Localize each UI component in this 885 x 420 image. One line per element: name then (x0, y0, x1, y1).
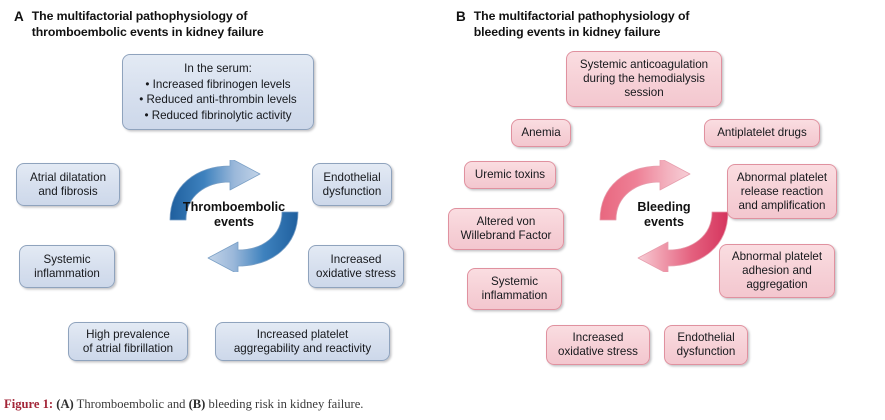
panel-a-title: The multifactorial pathophysiology of th… (31, 9, 264, 39)
panel-b-node-endothelial-dysfunction: Endothelial dysfunction (664, 325, 748, 365)
panel-b-anticoagulation-box: Systemic anticoagulation during the hemo… (566, 51, 722, 107)
caption-text-1: Thromboembolic and (73, 397, 189, 411)
panel-a: A The multifactorial pathophysiology of … (0, 0, 442, 380)
panel-b-node-antiplatelet-drugs: Antiplatelet drugs (704, 119, 820, 147)
panel-b-node-platelet-release: Abnormal platelet release reaction and a… (727, 164, 837, 219)
panel-a-node-atrial-fibrillation: High prevalence of atrial fibrillation (68, 322, 188, 361)
caption-figure-number: Figure 1: (4, 397, 54, 411)
panel-a-serum-box: In the serum: • Increased fibrinogen lev… (122, 54, 314, 130)
panel-b-node-uremic-toxins: Uremic toxins (464, 161, 556, 189)
panel-b-letter: B (456, 9, 466, 24)
caption-tag-b: (B) (188, 397, 206, 411)
panel-a-header: A The multifactorial pathophysiology of … (14, 9, 264, 40)
panel-b-node-platelet-adhesion: Abnormal platelet adhesion and aggregati… (719, 244, 835, 298)
panel-a-node-systemic-inflammation: Systemic inflammation (19, 245, 115, 288)
panel-a-node-platelet-aggregability: Increased platelet aggregability and rea… (215, 322, 390, 361)
cycle-arrow-icon (599, 157, 729, 275)
figure-caption: Figure 1: (A) Thromboembolic and (B) ble… (4, 396, 864, 412)
panel-a-letter: A (14, 9, 24, 24)
panel-b-header: B The multifactorial pathophysiology of … (456, 9, 689, 40)
panel-a-cycle-diagram: Thromboembolic events (160, 157, 308, 275)
panel-b-node-systemic-inflammation: Systemic inflammation (467, 268, 562, 310)
panel-b: B The multifactorial pathophysiology of … (442, 0, 885, 380)
panel-b-node-von-willebrand: Altered von Willebrand Factor (448, 208, 564, 250)
panel-b-node-anemia: Anemia (511, 119, 571, 147)
caption-text-2: bleeding risk in kidney failure. (205, 397, 364, 411)
panel-a-node-oxidative-stress: Increased oxidative stress (308, 245, 404, 288)
panel-b-cycle-diagram: Bleeding events (590, 157, 738, 275)
panel-a-node-endothelial-dysfunction: Endothelial dysfunction (312, 163, 392, 206)
caption-tag-a: (A) (56, 397, 74, 411)
panel-b-node-oxidative-stress: Increased oxidative stress (546, 325, 650, 365)
cycle-arrow-icon (169, 157, 299, 275)
panel-a-node-atrial-dilatation: Atrial dilatation and fibrosis (16, 163, 120, 206)
panel-b-title: The multifactorial pathophysiology of bl… (473, 9, 690, 39)
